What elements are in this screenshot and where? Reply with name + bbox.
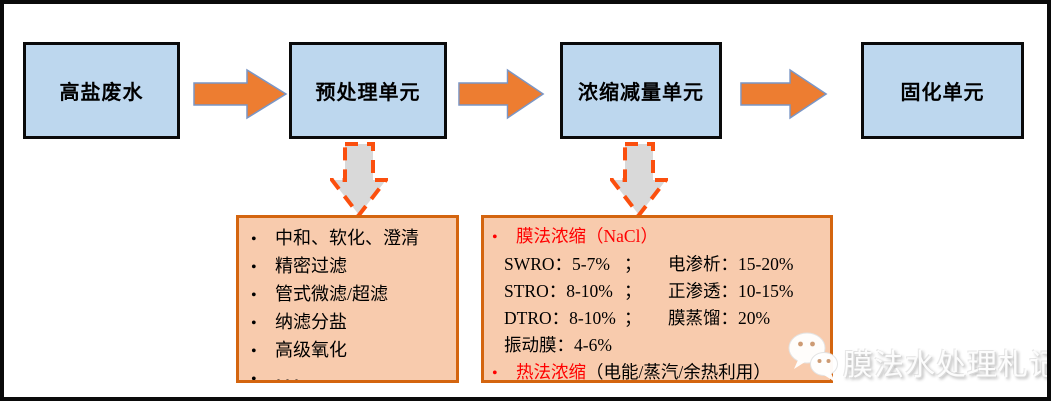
bullet-icon: •	[251, 343, 257, 360]
thermal-title: 热法浓缩	[516, 362, 586, 382]
concentration-row: STRO：8-10% ； 正渗透：10-15%	[492, 278, 824, 305]
list-item-text: 高级氧化	[275, 340, 347, 360]
flow-box-label: 浓缩减量单元	[578, 82, 704, 104]
flow-box-pretreatment-unit: 预处理单元	[289, 42, 447, 139]
watermark-text: 膜法水处理札记	[843, 349, 1051, 382]
bullet-icon: •	[251, 315, 257, 332]
bullet-icon: •	[251, 259, 257, 276]
concentration-row: DTRO：8-10% ； 膜蒸馏：20%	[492, 305, 824, 332]
flow-box-label: 预处理单元	[315, 82, 421, 104]
process-value: STRO：8-10%	[504, 281, 613, 301]
process-value: 电渗析：15-20%	[668, 254, 794, 274]
list-item: • 。。。	[251, 365, 450, 383]
process-value: 振动膜：4-6%	[504, 335, 612, 355]
list-item: • 管式微滤/超滤	[251, 281, 450, 309]
list-item-text: 管式微滤/超滤	[275, 284, 389, 304]
bullet-icon: •	[251, 231, 257, 248]
flow-box-solidification-unit: 固化单元	[861, 42, 1024, 139]
flow-box-label: 固化单元	[900, 82, 985, 104]
separator: ；	[624, 281, 642, 301]
bullet-icon: •	[251, 287, 257, 304]
pretreatment-list: • 中和、软化、澄清 • 精密过滤 • 管式微滤/超滤 • 纳滤分盐 • 高级氧…	[251, 225, 450, 383]
list-item: • 纳滤分盐	[251, 309, 450, 337]
bullet-icon: •	[492, 229, 498, 246]
concentration-row: SWRO：5-7% ； 电渗析：15-20%	[492, 251, 824, 278]
list-item-text: 。。。	[275, 368, 311, 383]
wechat-icon	[788, 332, 838, 382]
list-item-text: 中和、软化、澄清	[275, 228, 419, 248]
arrow-right-icon	[740, 68, 828, 120]
concentration-title: 膜法浓缩（NaCl）	[516, 226, 658, 246]
pretreatment-detail-box: • 中和、软化、澄清 • 精密过滤 • 管式微滤/超滤 • 纳滤分盐 • 高级氧…	[236, 215, 459, 383]
bullet-icon: •	[492, 365, 498, 382]
separator: ；	[624, 308, 642, 328]
concentration-title-row: • 膜法浓缩（NaCl）	[492, 223, 824, 251]
process-value: 膜蒸馏：20%	[668, 308, 771, 328]
thermal-detail: （电能/蒸汽/余热利用）	[586, 362, 771, 382]
list-item: • 中和、软化、澄清	[251, 225, 450, 253]
dashed-down-arrow-icon	[610, 142, 668, 218]
flow-box-label: 高盐废水	[59, 82, 144, 104]
list-item-text: 精密过滤	[275, 256, 347, 276]
arrow-right-icon	[458, 68, 545, 120]
list-item-text: 纳滤分盐	[275, 312, 347, 332]
concentration-row: 振动膜：4-6%	[492, 332, 824, 359]
process-value: SWRO：5-7%	[504, 254, 610, 274]
arrow-right-icon	[193, 68, 288, 120]
concentration-footer-row: • 热法浓缩 （电能/蒸汽/余热利用）	[492, 359, 824, 382]
dashed-down-arrow-icon	[330, 142, 388, 218]
process-value: 正渗透：10-15%	[668, 281, 794, 301]
bullet-icon: •	[251, 371, 257, 383]
concentration-detail-box: • 膜法浓缩（NaCl） SWRO：5-7% ； 电渗析：15-20% STRO…	[481, 215, 833, 383]
list-item: • 高级氧化	[251, 337, 450, 365]
flow-box-concentration-unit: 浓缩减量单元	[560, 42, 722, 139]
flow-box-high-salt-wastewater: 高盐废水	[23, 42, 180, 139]
separator: ；	[624, 254, 642, 274]
process-value: DTRO：8-10%	[504, 308, 616, 328]
list-item: • 精密过滤	[251, 253, 450, 281]
